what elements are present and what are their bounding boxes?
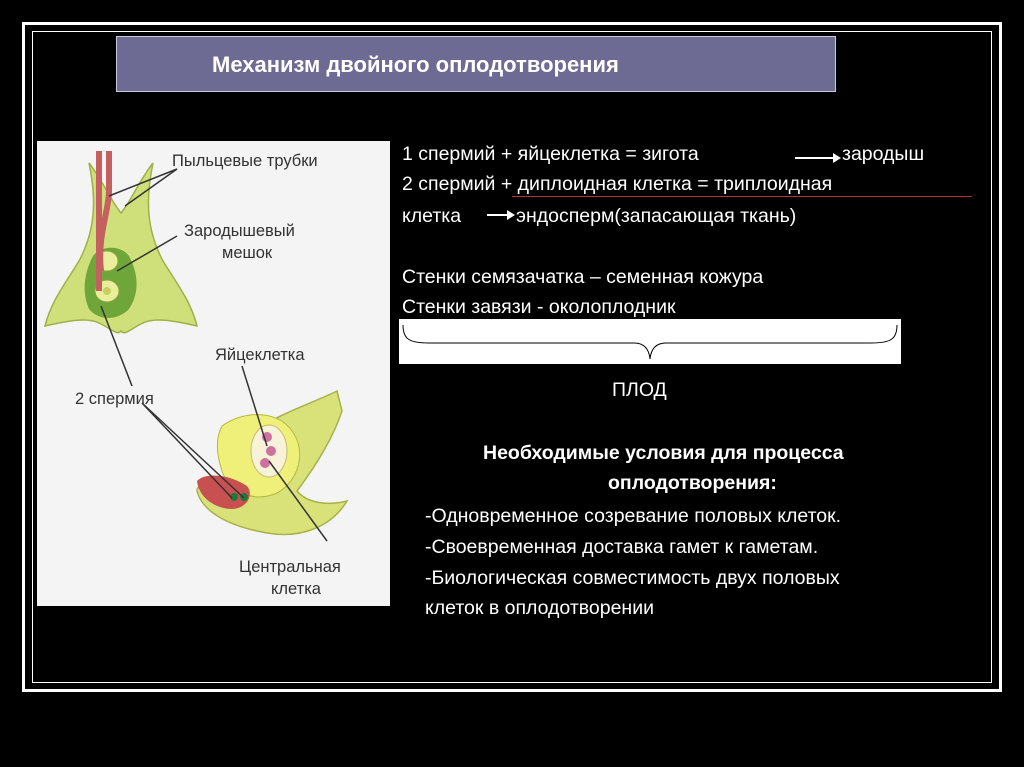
label-two-sperms: 2 спермия (75, 390, 154, 408)
ovule-upper-drawing (43, 151, 199, 334)
arrow-icon (795, 153, 841, 163)
equation-line-1a: 1 спермий + яйцеклетка = зигота (402, 143, 699, 165)
condition-item: -Своевременная доставка гамет к гаметам. (425, 536, 819, 558)
arrow-icon (487, 210, 515, 220)
equation-line-2: 2 спермий + диплоидная клетка = триплоид… (402, 173, 833, 195)
equation-line-3b: эндосперм(запасающая ткань) (516, 205, 797, 227)
label-pollen-tubes: Пыльцевые трубки (172, 152, 318, 170)
underline-decoration (512, 196, 972, 197)
conditions-heading-line1: Необходимые условия для процесса (483, 442, 844, 464)
label-embryo-sac-line2: мешок (222, 244, 273, 262)
diagram-illustration (43, 151, 349, 542)
outer-frame (22, 22, 1002, 692)
label-central-cell-line1: Центральная (239, 558, 341, 576)
seed-coat-line: Стенки семязачатка – семенная кожура (402, 266, 764, 288)
condition-item: клеток в оплодотворении (425, 597, 654, 619)
pericarp-line: Стенки завязи - околоплодник (402, 296, 676, 318)
leader-lines (100, 168, 328, 542)
fruit-label: ПЛОД (612, 379, 667, 401)
curly-brace-icon (402, 324, 898, 360)
equation-line-3a: клетка (402, 205, 462, 227)
equation-line-1b: зародыш (842, 143, 925, 165)
fertilization-diagram: Пыльцевые трубки Зародышевый мешок Яйцек… (37, 141, 390, 606)
condition-item: -Одновременное созревание половых клеток… (425, 505, 842, 527)
label-central-cell-line2: клетка (271, 580, 321, 598)
inner-frame (32, 31, 992, 683)
label-embryo-sac-line1: Зародышевый (184, 222, 295, 240)
ovule-lower-drawing (196, 389, 349, 536)
conditions-heading-line2: оплодотворения: (608, 472, 777, 494)
condition-item: -Биологическая совместимость двух половы… (425, 567, 840, 589)
slide-title: Механизм двойного оплодотворения (116, 36, 836, 92)
label-egg-cell: Яйцеклетка (215, 346, 305, 364)
fruit-brace (399, 319, 901, 364)
